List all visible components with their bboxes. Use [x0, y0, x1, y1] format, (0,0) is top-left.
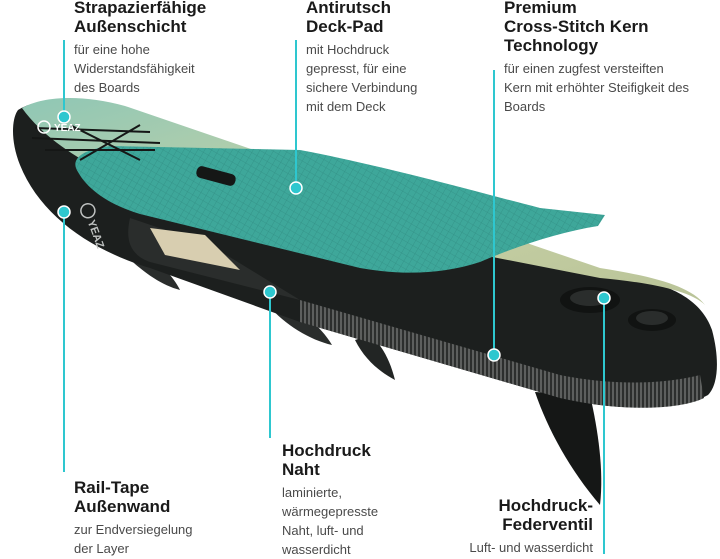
callout-description: Luft- und wasserdicht — [469, 540, 593, 555]
layer-core — [150, 228, 240, 270]
fin-rear — [535, 392, 602, 505]
dot-rail-tape — [57, 205, 71, 219]
carry-handle — [196, 166, 236, 186]
yeaz-logo-top: YEAZ — [37, 120, 81, 134]
rail-stripes — [300, 300, 704, 408]
valve-2 — [628, 309, 676, 331]
valve-1 — [560, 287, 620, 313]
callout-valve: Hochdruck-Federventil Luft- und wasserdi… — [469, 496, 593, 557]
dot-deck-pad — [289, 181, 303, 195]
fin-side-1 — [355, 335, 395, 380]
dot-core — [487, 348, 501, 362]
bungee-cords — [31, 124, 161, 161]
dot-valve — [597, 291, 611, 305]
callout-title: Hochdruck-Federventil — [498, 496, 593, 534]
svg-text:YEAZ: YEAZ — [54, 123, 81, 134]
dot-outer-layer — [57, 110, 71, 124]
dot-seam — [263, 285, 277, 299]
